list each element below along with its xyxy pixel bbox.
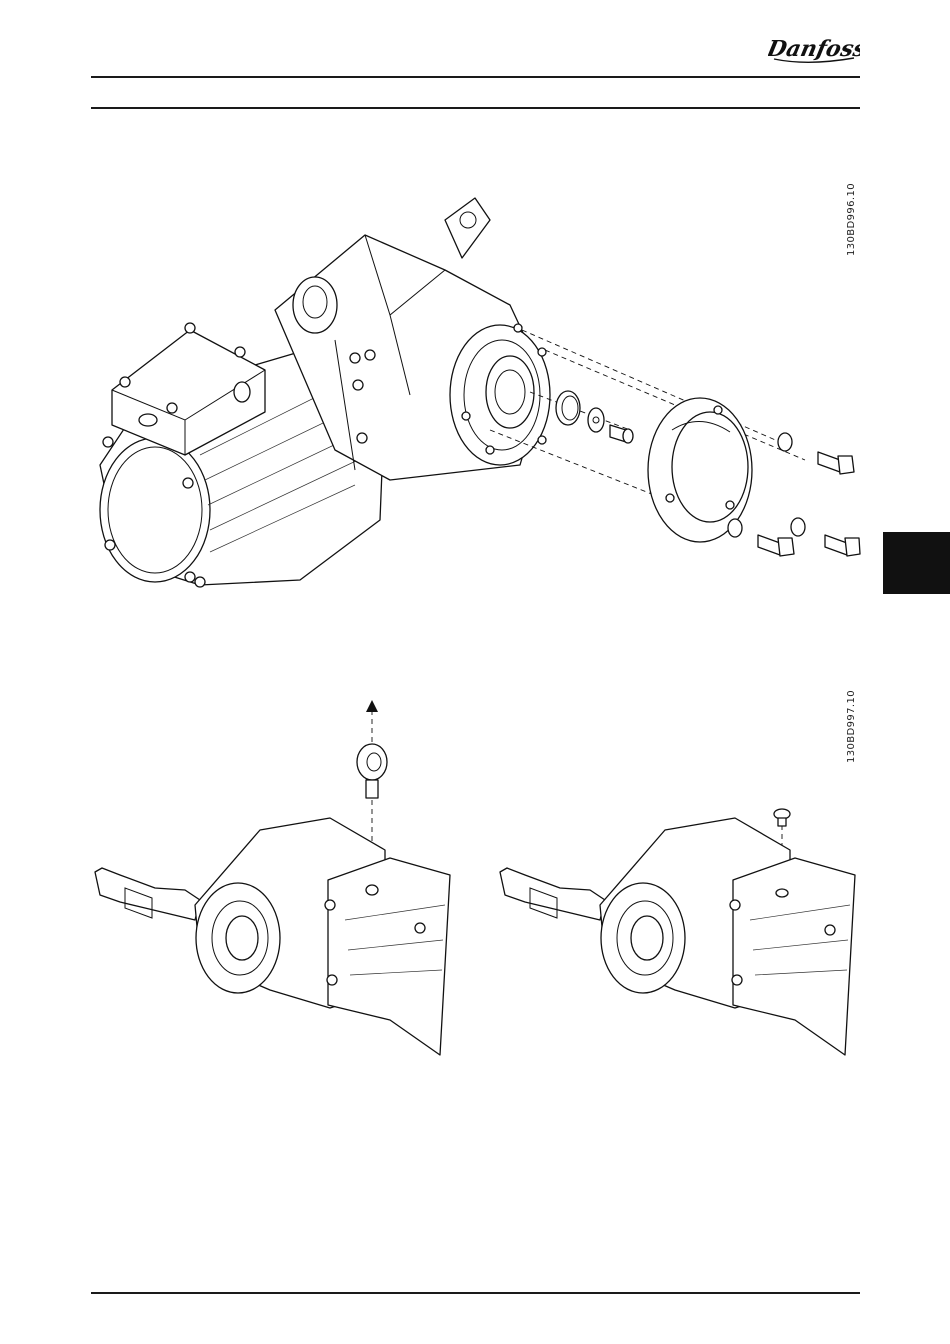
retaining-ring bbox=[556, 391, 580, 425]
gearbox-closeup bbox=[500, 818, 855, 1055]
header-rule-bottom bbox=[91, 107, 860, 109]
danfoss-logo: Danfoss bbox=[768, 28, 860, 70]
insert-plug-illustration bbox=[495, 690, 865, 1060]
chapter-tab bbox=[883, 532, 950, 594]
set-screw bbox=[610, 425, 633, 443]
gearbox-closeup bbox=[95, 818, 450, 1055]
washer bbox=[588, 408, 604, 432]
gearmotor-exploded-illustration bbox=[90, 180, 860, 620]
footer-rule bbox=[91, 1292, 860, 1294]
plug-cap bbox=[774, 809, 790, 826]
eye-bolt bbox=[357, 744, 387, 798]
remove-eye-bolt-illustration bbox=[90, 690, 460, 1060]
output-flange bbox=[450, 324, 550, 465]
header-rule-top bbox=[91, 76, 860, 78]
svg-text:Danfoss: Danfoss bbox=[768, 36, 860, 62]
